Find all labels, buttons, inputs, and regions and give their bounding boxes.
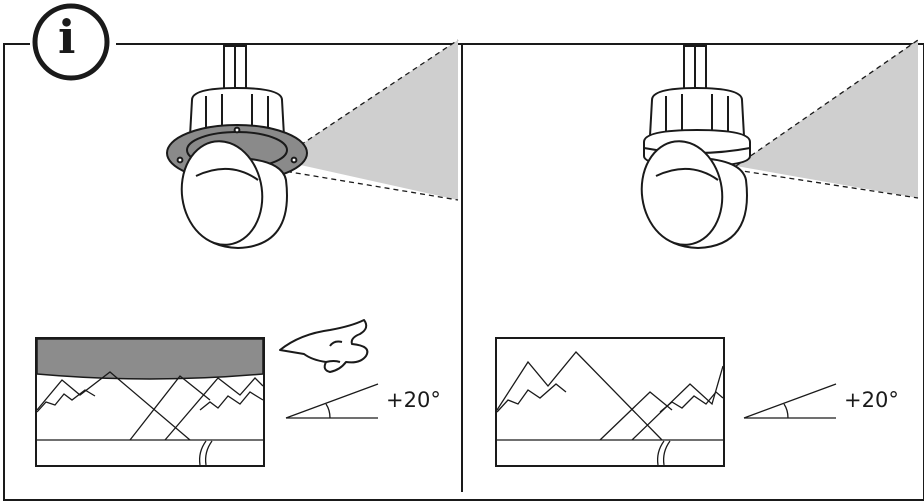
camera-without-trim-ring: [640, 45, 751, 250]
right-panel: [495, 39, 919, 467]
tilt-angle-indicator-left: [285, 383, 379, 419]
left-panel: [35, 39, 459, 467]
tilt-angle-label-right: +20°: [844, 388, 899, 412]
tilt-angle-label-left: +20°: [386, 388, 441, 412]
field-of-view-left: [278, 40, 458, 200]
obstruction-band: [36, 338, 264, 380]
pointing-hand-icon: [279, 319, 369, 373]
camera-with-trim-ring: [166, 45, 308, 250]
tilt-angle-indicator-right: [743, 383, 837, 419]
info-icon: [32, 3, 110, 81]
unobstructed-view: [495, 337, 725, 467]
view-with-obstruction: [35, 337, 265, 467]
info-letter: i: [58, 10, 76, 64]
field-of-view-right: [736, 40, 918, 198]
outer-frame: [3, 43, 924, 501]
